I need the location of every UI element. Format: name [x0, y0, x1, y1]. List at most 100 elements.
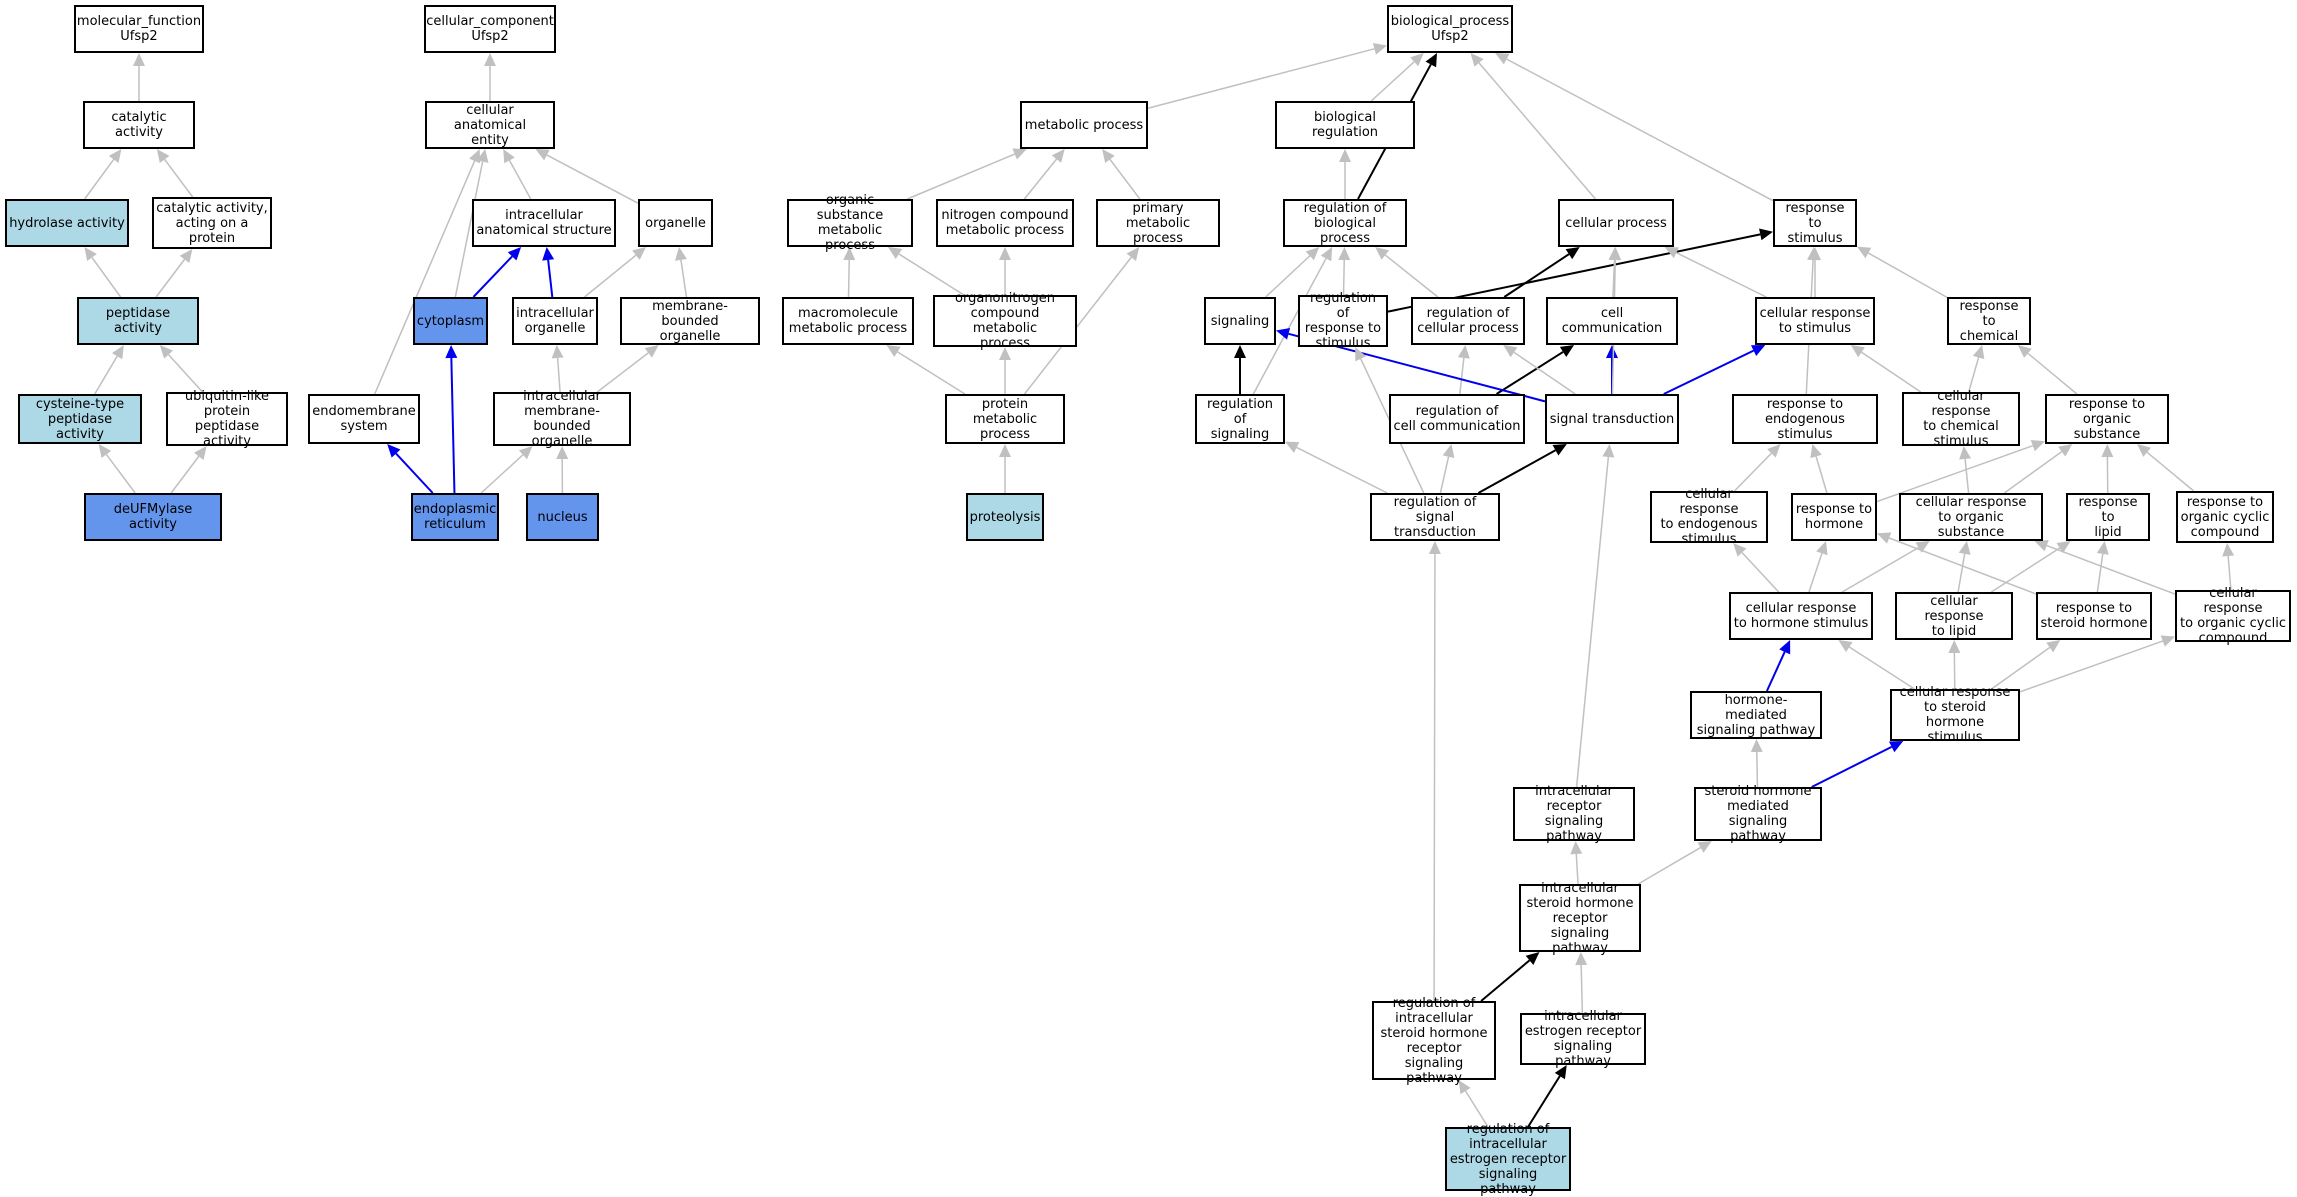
- node-response-to-hormone[interactable]: response to hormone: [1791, 493, 1877, 541]
- node-ubiquitin-like-protein-peptidase-activity[interactable]: ubiquitin-like protein peptidase activit…: [166, 389, 288, 449]
- node-regulation-of-cellular-process[interactable]: regulation of cellular process: [1411, 297, 1525, 345]
- arrowhead-cat-to-mf: [133, 53, 145, 66]
- node-metabolic-process[interactable]: metabolic process: [1020, 101, 1148, 149]
- node-regulation-of-cell-communication[interactable]: regulation of cell communication: [1389, 394, 1525, 444]
- node-organelle[interactable]: organelle: [638, 199, 713, 247]
- node-deufmylase-activity[interactable]: deUFMylase activity: [84, 493, 222, 541]
- node-intracellular-organelle[interactable]: intracellular organelle: [512, 297, 598, 345]
- edge-rcp-to-cp: [1503, 253, 1570, 298]
- arrowhead-crl-to-cros: [1958, 541, 1971, 555]
- arrowhead-rh-to-ros: [2030, 440, 2045, 452]
- edge-crshs-to-crhs: [1848, 646, 1915, 690]
- node-primary-metabolic-process[interactable]: primary metabolic process: [1096, 199, 1220, 247]
- arrowhead-crhs-to-rh: [1816, 541, 1828, 556]
- node-biological-regulation[interactable]: biological regulation: [1275, 101, 1415, 149]
- node-response-to-steroid-hormone[interactable]: response to steroid hormone: [2036, 592, 2152, 640]
- edge-org-to-cae: [546, 154, 639, 204]
- edge-crl-to-rl: [1990, 547, 2061, 593]
- arrowhead-er-to-cyto: [445, 345, 458, 359]
- node-cytoplasm[interactable]: cytoplasm: [413, 297, 488, 345]
- node-cellular-response-to-steroid-hormone-stimulus[interactable]: cellular response to steroid hormone sti…: [1890, 685, 2020, 745]
- arrowhead-io-to-ias: [542, 247, 555, 261]
- node-hydrolase-activity[interactable]: hydrolase activity: [5, 199, 129, 247]
- node-signal-transduction[interactable]: signal transduction: [1545, 394, 1679, 444]
- arrowhead-crshs-to-crocc: [2160, 635, 2175, 647]
- arrowhead-cres-to-res: [1767, 444, 1781, 458]
- node-catalytic-activity-protein[interactable]: catalytic activity, acting on a protein: [152, 197, 272, 249]
- node-intracellular-estrogen-receptor-signaling-pathway[interactable]: intracellular estrogen receptor signalin…: [1520, 1009, 1646, 1069]
- node-membrane-bounded-organelle[interactable]: membrane-bounded organelle: [620, 297, 760, 345]
- node-cellular-process[interactable]: cellular process: [1558, 199, 1674, 247]
- node-response-to-lipid[interactable]: response to lipid: [2066, 493, 2150, 541]
- node-biological-process[interactable]: biological_process Ufsp2: [1387, 5, 1513, 53]
- node-regulation-of-biological-process[interactable]: regulation of biological process: [1283, 199, 1407, 247]
- node-cellular-response-to-chemical-stimulus[interactable]: cellular response to chemical stimulus: [1902, 389, 2020, 449]
- node-regulation-of-intracellular-estrogen-receptor-signaling-pathway[interactable]: regulation of intracellular estrogen rec…: [1445, 1122, 1571, 1197]
- edge-rsig-to-rbp: [1252, 258, 1327, 395]
- node-endomembrane-system[interactable]: endomembrane system: [308, 394, 420, 444]
- arrowhead-met-to-bp: [1372, 43, 1387, 55]
- node-proteolysis[interactable]: proteolysis: [966, 493, 1044, 541]
- arrowhead-osmp-to-met: [1012, 148, 1027, 160]
- edge-rh-to-res: [1815, 456, 1828, 494]
- node-protein-metabolic-process[interactable]: protein metabolic process: [945, 394, 1065, 444]
- node-hormone-mediated-signaling-pathway[interactable]: hormone-mediated signaling pathway: [1690, 691, 1822, 739]
- arrowhead-rsig-to-sig: [1234, 345, 1246, 358]
- arrowhead-imbo-to-io: [551, 345, 564, 359]
- arrowhead-ros-to-rchem: [2017, 345, 2032, 358]
- node-cellular-response-to-hormone-stimulus[interactable]: cellular response to hormone stimulus: [1729, 592, 1873, 640]
- node-cysteine-type-peptidase-activity[interactable]: cysteine-type peptidase activity: [18, 394, 142, 444]
- node-signaling[interactable]: signaling: [1204, 297, 1276, 345]
- node-regulation-of-signal-transduction[interactable]: regulation of signal transduction: [1370, 493, 1500, 541]
- node-intracellular-receptor-signaling-pathway[interactable]: intracellular receptor signaling pathway: [1513, 784, 1635, 844]
- edge-pmp-to-met: [1109, 158, 1141, 200]
- node-nucleus[interactable]: nucleus: [526, 493, 599, 541]
- node-intracellular-steroid-hormone-receptor-signaling-pathway[interactable]: intracellular steroid hormone receptor s…: [1519, 881, 1641, 956]
- node-cellular-response-to-endogenous-stimulus[interactable]: cellular response to endogenous stimulus: [1650, 487, 1768, 547]
- node-nitrogen-compound-metabolic-process[interactable]: nitrogen compound metabolic process: [936, 199, 1074, 247]
- arrowhead-crhs-to-cres: [1733, 543, 1747, 557]
- node-regulation-of-signaling[interactable]: regulation of signaling: [1195, 394, 1285, 444]
- arrowhead-catprot-to-cat: [156, 149, 170, 164]
- node-intracellular-anatomical-structure[interactable]: intracellular anatomical structure: [472, 199, 616, 247]
- node-cellular-component[interactable]: cellular_component Ufsp2: [424, 5, 556, 53]
- edge-crl-to-cros: [1957, 553, 1966, 593]
- node-regulation-of-response-to-stimulus[interactable]: regulation of response to stimulus: [1298, 291, 1388, 351]
- arrowhead-er-to-imbo: [518, 446, 533, 460]
- node-regulation-of-intracellular-steroid-hormone-receptor-signaling-pathway[interactable]: regulation of intracellular steroid horm…: [1372, 996, 1496, 1086]
- node-cellular-anatomical-entity[interactable]: cellular anatomical entity: [425, 101, 555, 149]
- node-cellular-response-to-lipid[interactable]: cellular response to lipid: [1895, 592, 2013, 640]
- node-steroid-hormone-mediated-signaling-pathway[interactable]: steroid hormone mediated signaling pathw…: [1694, 784, 1822, 844]
- node-cellular-response-to-stimulus[interactable]: cellular response to stimulus: [1755, 297, 1875, 345]
- arrowhead-rsh-to-rl: [2096, 541, 2109, 555]
- arrowhead-mbo-to-org: [675, 247, 687, 261]
- edge-rcp-to-rbp: [1384, 254, 1439, 298]
- node-endoplasmic-reticulum[interactable]: endoplasmic reticulum: [411, 493, 499, 541]
- node-intracellular-membrane-bounded-organelle[interactable]: intracellular membrane-bounded organelle: [493, 389, 631, 449]
- edge-rishrsp-to-rst: [1433, 553, 1436, 1002]
- node-catalytic-activity[interactable]: catalytic activity: [83, 101, 195, 149]
- edge-riersp-to-rishrsp: [1464, 1090, 1489, 1128]
- node-macromolecule-metabolic-process[interactable]: macromolecule metabolic process: [782, 297, 914, 345]
- node-response-to-chemical[interactable]: response to chemical: [1947, 297, 2031, 345]
- node-response-to-organic-cyclic-compound[interactable]: response to organic cyclic compound: [2176, 491, 2274, 543]
- node-organic-substance-metabolic-process[interactable]: organic substance metabolic process: [787, 193, 913, 253]
- arrowhead-pep-to-hyd: [84, 247, 97, 262]
- node-response-to-stimulus[interactable]: response to stimulus: [1773, 199, 1857, 247]
- edge-deuf-to-cys: [105, 453, 136, 494]
- node-response-to-organic-substance[interactable]: response to organic substance: [2045, 394, 2169, 444]
- node-response-to-endogenous-stimulus[interactable]: response to endogenous stimulus: [1732, 394, 1878, 444]
- node-organonitrogen-compound-metabolic-process[interactable]: organonitrogen compound metabolic proces…: [933, 291, 1077, 351]
- edge-catprot-to-cat: [164, 158, 194, 198]
- node-peptidase-activity[interactable]: peptidase activity: [77, 297, 199, 345]
- arrowhead-endo-to-cae: [469, 149, 481, 164]
- arrowhead-io-to-org: [632, 247, 646, 260]
- edge-rsh-to-rh: [1888, 537, 2037, 595]
- arrowhead-er-to-endo: [387, 444, 401, 458]
- node-molecular-function[interactable]: molecular_function Ufsp2: [74, 5, 204, 53]
- edge-sig-to-rbp: [1265, 255, 1311, 298]
- node-cellular-response-to-organic-substance[interactable]: cellular response to organic substance: [1899, 493, 2043, 541]
- node-cell-communication[interactable]: cell communication: [1546, 297, 1678, 345]
- node-cellular-response-to-organic-cyclic-compound[interactable]: cellular response to organic cyclic comp…: [2175, 586, 2291, 646]
